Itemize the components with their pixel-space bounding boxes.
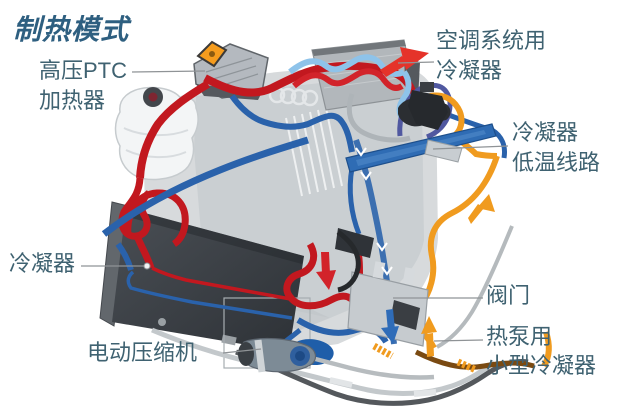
label-heat-pump-line2: 小型冷凝器 (486, 353, 597, 378)
leader-heat-pump-condenser (433, 339, 484, 342)
label-valve: 阀门 (486, 281, 530, 311)
valve-cold-flow-arrow (381, 309, 399, 344)
page-title: 制热模式 (13, 14, 130, 45)
label-condenser-low-temp-line2: 低温线路 (512, 150, 601, 175)
label-heat-pump-line1: 热泵用 (486, 324, 553, 349)
label-valve-line1: 阀门 (486, 283, 531, 308)
leader-ptc-heater (131, 70, 206, 73)
label-heat-pump-small-condenser: 热泵用 小型冷凝器 (486, 322, 596, 380)
label-condenser-low-temp-line: 冷凝器 低温线路 (512, 118, 600, 178)
electric-compressor (238, 337, 317, 373)
label-ac-condenser-line1: 空调系统用 (436, 28, 547, 53)
flow-chevrons (355, 147, 393, 276)
valve-hot-flow-arrow (316, 252, 336, 290)
label-ac-condenser-line2: 冷凝器 (436, 58, 503, 83)
low-temp-bracket-assembly (345, 82, 497, 173)
leader-compressor (222, 348, 262, 354)
audi-rings-logo (268, 86, 319, 107)
label-ptc-heater: 高压PTC 加热器 (39, 56, 127, 116)
condenser-radiator (99, 201, 304, 352)
label-electric-compressor-line1: 电动压缩机 (87, 340, 198, 365)
label-condenser-low-temp-line1: 冷凝器 (512, 120, 579, 145)
leader-low-temp-line (432, 145, 509, 150)
electric-pump (408, 90, 448, 130)
label-ac-condenser: 空调系统用 冷凝器 (436, 26, 546, 86)
label-condenser-line1: 冷凝器 (9, 251, 76, 276)
label-ptc-heater-line2: 加热器 (39, 88, 106, 113)
leader-ac-condenser (397, 61, 435, 64)
valve-assembly (335, 228, 429, 347)
condenser-pointer-dot (143, 262, 151, 270)
ac-condenser-outlet-arrow (380, 47, 429, 77)
low-temp-line-flow-arrow (468, 194, 495, 224)
leader-lines (81, 61, 509, 354)
label-condenser: 冷凝器 (9, 249, 75, 279)
label-electric-compressor: 电动压缩机 (87, 338, 197, 368)
flow-arrows (316, 47, 495, 357)
label-ptc-heater-line1: 高压PTC (39, 58, 128, 83)
heat-pump-flow-arrow (421, 316, 437, 357)
